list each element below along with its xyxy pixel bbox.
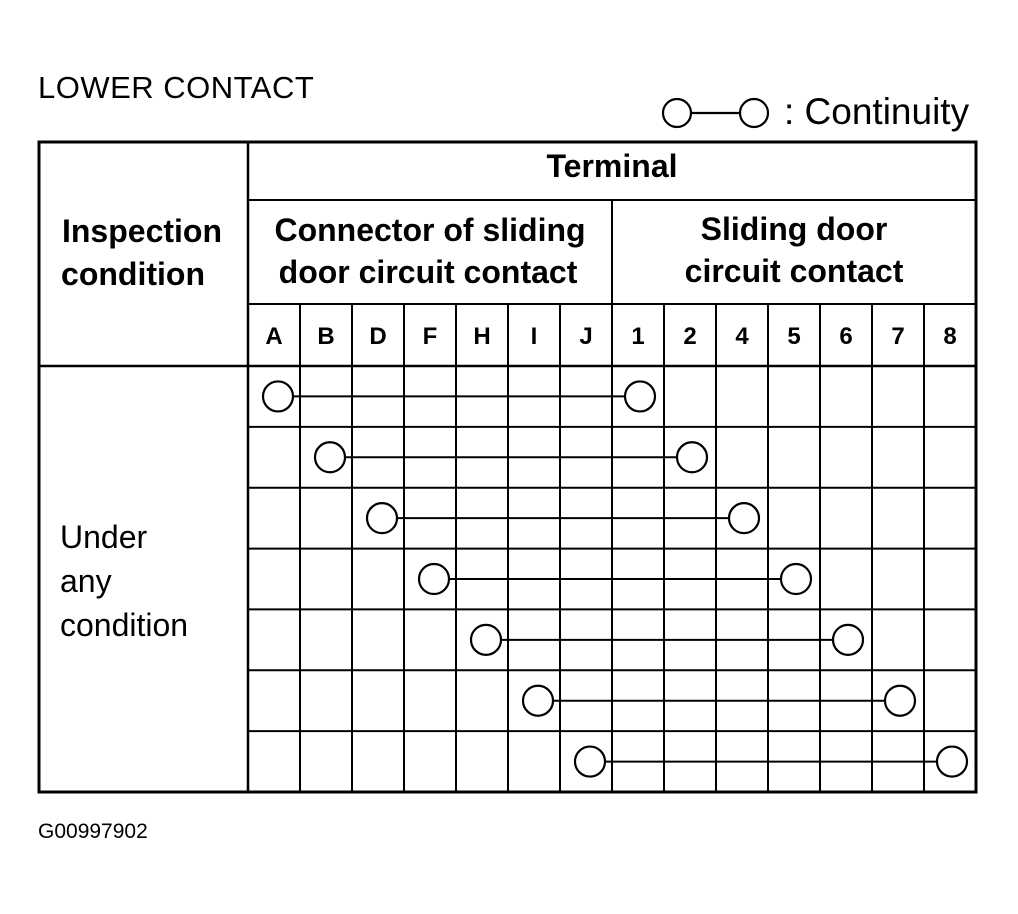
terminal-column-header: B xyxy=(317,323,334,350)
continuity-terminal-circle xyxy=(313,441,347,474)
continuity-terminal-circle xyxy=(779,562,813,596)
terminal-column-header: J xyxy=(579,323,592,350)
sliding-group-header: circuit contact xyxy=(685,253,904,289)
continuity-terminal-circle xyxy=(675,441,709,474)
terminal-column-header: 7 xyxy=(891,323,904,350)
terminal-column-header: A xyxy=(265,323,282,350)
diagram-title: LOWER CONTACT xyxy=(38,70,315,105)
continuity-connection xyxy=(469,623,865,656)
terminal-column-header: 2 xyxy=(683,323,696,350)
continuity-terminal-circle xyxy=(521,684,555,717)
continuity-terminal-circle xyxy=(261,380,295,413)
continuity-symbol-icon xyxy=(661,97,770,129)
terminal-column-header: 8 xyxy=(943,323,956,350)
terminal-column-header: D xyxy=(369,323,386,350)
connector-group-header: door circuit contact xyxy=(279,254,578,290)
terminal-column-header: H xyxy=(473,323,490,350)
terminal-column-header: 4 xyxy=(735,323,749,350)
continuity-terminal-circle xyxy=(573,745,607,778)
inspection-header-line: Inspection xyxy=(62,213,222,249)
condition-label-line: condition xyxy=(60,607,188,643)
legend-label: : Continuity xyxy=(784,91,970,132)
continuity-terminal-circle xyxy=(469,623,503,656)
inspection-header-line: condition xyxy=(61,256,205,292)
continuity-connection xyxy=(417,562,813,596)
continuity-terminal-circle xyxy=(623,380,657,413)
continuity-terminal-circle xyxy=(365,502,399,535)
terminal-column-header: I xyxy=(531,323,538,350)
condition-label-line: any xyxy=(60,563,112,599)
figure-id: G00997902 xyxy=(38,820,148,843)
continuity-connection xyxy=(261,380,657,413)
continuity-terminal-circle xyxy=(417,562,451,596)
continuity-connection xyxy=(313,441,709,474)
condition-label-line: Under xyxy=(60,519,148,555)
continuity-connection xyxy=(573,745,969,778)
continuity-terminal-circle xyxy=(831,623,865,656)
continuity-terminal-circle xyxy=(935,745,969,778)
terminal-column-header: 1 xyxy=(631,323,644,350)
continuity-connection xyxy=(521,684,917,717)
continuity-connection xyxy=(365,502,761,535)
terminal-header: Terminal xyxy=(547,148,678,184)
terminal-column-header: 6 xyxy=(839,323,852,350)
sliding-group-header: Sliding door xyxy=(701,211,888,247)
terminal-column-header: F xyxy=(423,323,438,350)
connector-group-header: Connector of sliding xyxy=(274,212,585,248)
terminal-column-header: 5 xyxy=(787,323,800,350)
continuity-terminal-circle xyxy=(883,684,917,717)
continuity-terminal-circle xyxy=(727,502,761,535)
